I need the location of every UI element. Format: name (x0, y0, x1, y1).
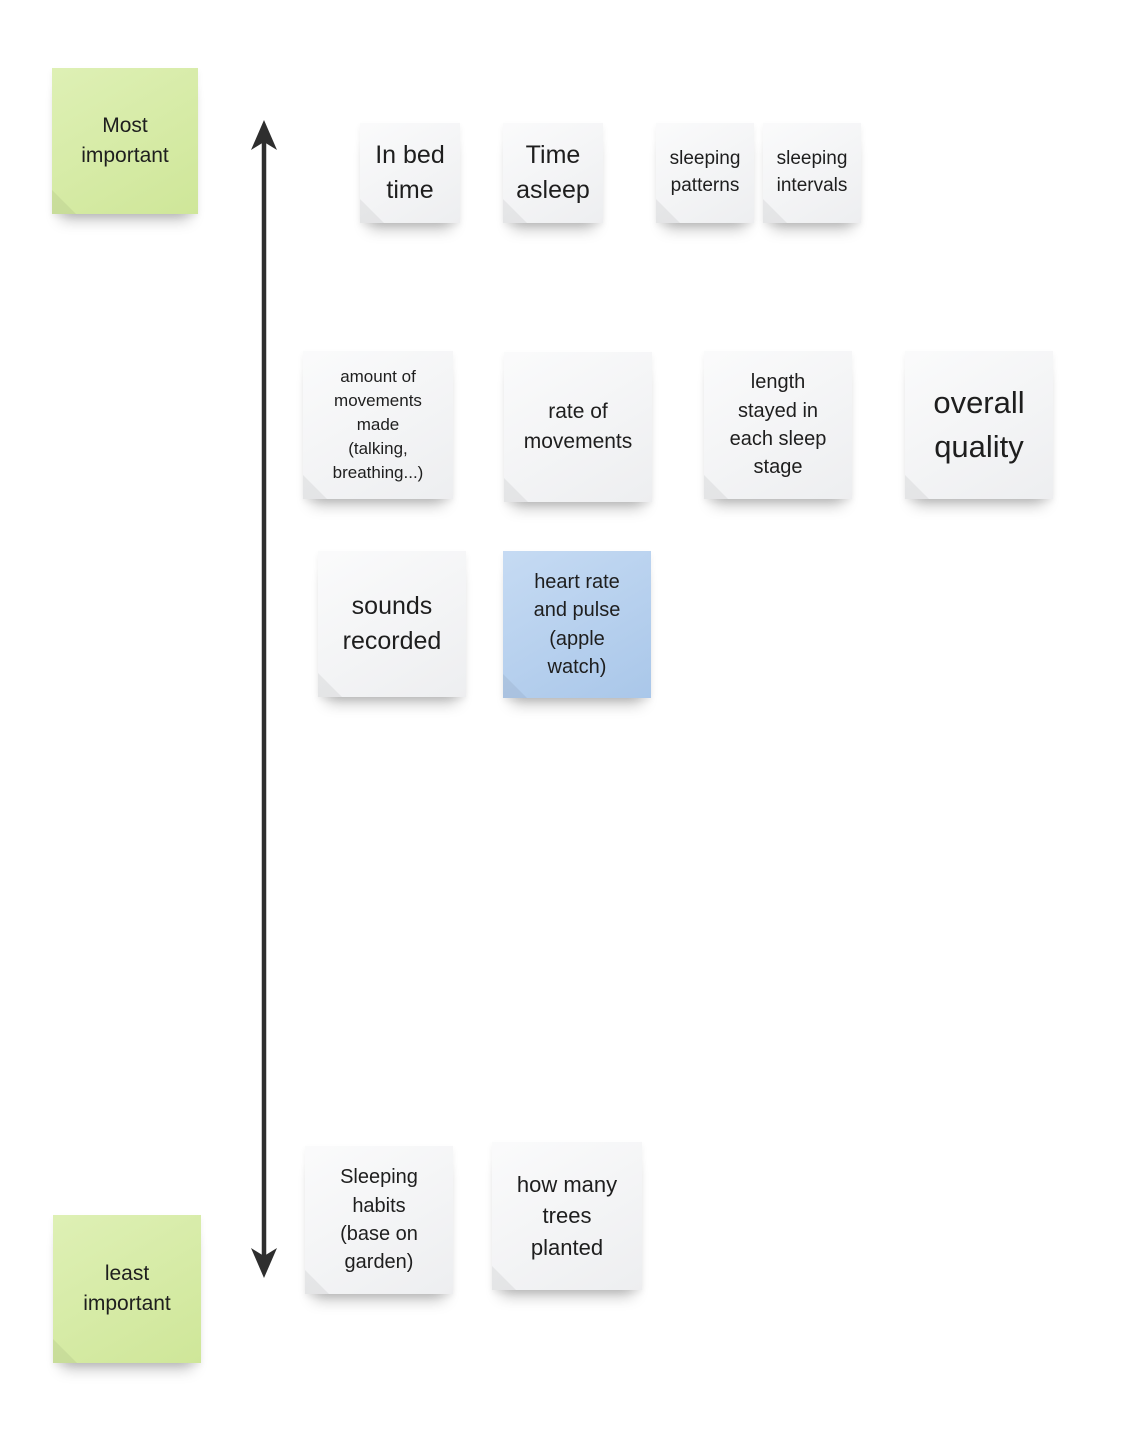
sticky-note-label: Sleeping habits (base on garden) (340, 1166, 418, 1274)
sticky-note-rate-of-movements[interactable]: rate of movements (504, 352, 652, 502)
sticky-note-label: sleeping patterns (669, 148, 741, 196)
sticky-note-label: heart rate and pulse (apple watch) (533, 570, 621, 678)
sticky-note-how-many-trees[interactable]: how many trees planted (492, 1142, 642, 1290)
sticky-note-sleeping-intervals[interactable]: sleeping intervals (763, 123, 861, 223)
sticky-note-overall-quality[interactable]: overall quality (905, 351, 1053, 499)
sticky-note-label: Time asleep (516, 140, 590, 205)
sticky-note-time-asleep[interactable]: Time asleep (503, 123, 603, 223)
sticky-note-sounds-recorded[interactable]: sounds recorded (318, 551, 466, 697)
sticky-note-label: overall quality (933, 384, 1025, 464)
sticky-note-heart-rate-pulse[interactable]: heart rate and pulse (apple watch) (503, 551, 651, 698)
importance-axis-arrow[interactable] (247, 116, 281, 1282)
sticky-note-label: Most important (81, 114, 169, 167)
sticky-note-in-bed-time[interactable]: In bed time (360, 123, 460, 223)
sticky-note-label: length stayed in each sleep stage (729, 371, 827, 479)
sticky-note-length-sleep-stage[interactable]: length stayed in each sleep stage (704, 351, 852, 499)
sticky-note-label: least important (83, 1262, 171, 1315)
sticky-note-most-important[interactable]: Most important (52, 68, 198, 214)
sticky-note-label: rate of movements (523, 400, 633, 453)
sticky-note-sleeping-patterns[interactable]: sleeping patterns (656, 123, 754, 223)
sticky-note-label: sounds recorded (342, 591, 442, 656)
arrow-up-head (251, 120, 277, 150)
sticky-note-label: how many trees planted (516, 1172, 618, 1260)
sticky-note-amount-of-movements[interactable]: amount of movements made (talking, breat… (303, 351, 453, 499)
sticky-note-label: amount of movements made (talking, breat… (332, 366, 424, 483)
arrow-down-head (251, 1248, 277, 1278)
sticky-note-sleeping-habits[interactable]: Sleeping habits (base on garden) (305, 1146, 453, 1294)
sticky-note-label: In bed time (375, 140, 445, 205)
sticky-note-least-important[interactable]: least important (53, 1215, 201, 1363)
sticky-note-label: sleeping intervals (776, 148, 848, 196)
